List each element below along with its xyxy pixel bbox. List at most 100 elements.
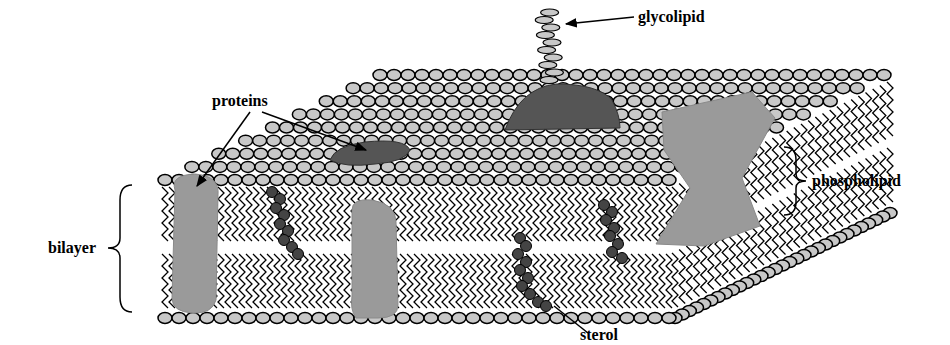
lipid-tail xyxy=(295,254,301,308)
lipid-head xyxy=(634,175,648,186)
lipid-tail xyxy=(435,187,441,241)
sterol-ring xyxy=(607,247,618,258)
lipid-tail xyxy=(582,254,588,308)
lipid-head xyxy=(835,70,849,81)
lipid-head xyxy=(520,148,534,159)
lipid-tail xyxy=(239,187,245,241)
lipid-head xyxy=(723,70,737,81)
lipid-head xyxy=(464,148,478,159)
lipid-head xyxy=(255,161,269,172)
lipid-head xyxy=(710,83,724,94)
lipid-head xyxy=(460,109,474,120)
lipid-head xyxy=(604,148,618,159)
lipid-head xyxy=(375,96,389,107)
lipid-head xyxy=(767,96,781,107)
lipid-tail xyxy=(449,187,455,241)
lipid-head xyxy=(592,175,606,186)
lipid-tail xyxy=(596,254,602,308)
lipid-head xyxy=(667,70,681,81)
leader-line xyxy=(197,112,250,186)
lipid-head xyxy=(631,135,645,146)
lipid-head xyxy=(548,148,562,159)
lipid-head xyxy=(606,313,620,324)
lipid-head xyxy=(200,313,214,324)
lipid-head xyxy=(478,148,492,159)
lipid-head xyxy=(500,83,514,94)
lipid-tail xyxy=(246,187,252,241)
lipid-tail xyxy=(582,187,588,241)
lipid-head xyxy=(619,161,633,172)
lipid-tail xyxy=(232,187,238,241)
lipid-head xyxy=(449,135,463,146)
part-label: bilayer xyxy=(48,239,96,257)
part-label: proteins xyxy=(212,92,268,110)
lipid-tail xyxy=(575,254,581,308)
lipid-head xyxy=(326,175,340,186)
lipid-tail xyxy=(808,121,814,175)
lipid-head xyxy=(389,96,403,107)
lipid-head xyxy=(423,161,437,172)
lipid-tail xyxy=(568,187,574,241)
lipid-head xyxy=(466,175,480,186)
lipid-head xyxy=(836,83,850,94)
lipid-tail xyxy=(830,110,836,164)
lipid-tail xyxy=(780,135,786,189)
lipid-tail xyxy=(337,254,343,308)
lipid-tail xyxy=(309,254,315,308)
lipid-head xyxy=(849,70,863,81)
lipid-tail xyxy=(302,187,308,241)
lipid-head xyxy=(448,122,462,133)
lipid-tail xyxy=(309,187,315,241)
lipid-tail xyxy=(851,100,857,154)
lipid-tail xyxy=(547,187,553,241)
lipid-tail xyxy=(758,145,764,199)
lipid-head xyxy=(626,83,640,94)
lipid-head xyxy=(340,313,354,324)
lipid-tail xyxy=(323,254,329,308)
lipid-head xyxy=(654,83,668,94)
lipid-head xyxy=(648,313,662,324)
lipid-head xyxy=(242,175,256,186)
lipid-tail xyxy=(260,187,266,241)
lipid-head xyxy=(158,175,172,186)
lipid-tail xyxy=(603,254,609,308)
lipid-head xyxy=(403,96,417,107)
lipid-tail xyxy=(575,187,581,241)
lipid-tail xyxy=(837,107,843,161)
lipid-head xyxy=(589,135,603,146)
lipid-tail xyxy=(765,142,771,196)
lipid-head xyxy=(253,135,267,146)
lipid-tail xyxy=(470,254,476,308)
lipid-head xyxy=(597,70,611,81)
lipid-head xyxy=(416,83,430,94)
lipid-head xyxy=(239,135,253,146)
lipid-head xyxy=(346,83,360,94)
lipid-tail xyxy=(421,254,427,308)
lipid-head xyxy=(617,135,631,146)
lipid-head xyxy=(583,70,597,81)
lipid-head xyxy=(647,161,661,172)
lipid-head xyxy=(644,122,658,133)
lipid-tail xyxy=(463,254,469,308)
lipid-head xyxy=(493,161,507,172)
lipid-tail xyxy=(498,254,504,308)
lipid-head xyxy=(407,135,421,146)
lipid-head xyxy=(296,148,310,159)
lipid-head xyxy=(480,313,494,324)
lipid-head xyxy=(522,175,536,186)
lipid-head xyxy=(430,83,444,94)
lipid-tail xyxy=(787,131,793,185)
lipid-head xyxy=(796,109,810,120)
lipid-tail xyxy=(400,254,406,308)
lipid-head xyxy=(501,96,515,107)
lipid-head xyxy=(491,135,505,146)
lipid-head xyxy=(445,96,459,107)
transmembrane-protein xyxy=(172,174,218,313)
lipid-head xyxy=(807,70,821,81)
lipid-head xyxy=(527,70,541,81)
lipid-head xyxy=(443,70,457,81)
lipid-tail xyxy=(162,187,168,241)
lipid-head xyxy=(508,175,522,186)
lipid-head xyxy=(578,175,592,186)
lipid-tail xyxy=(887,82,893,136)
